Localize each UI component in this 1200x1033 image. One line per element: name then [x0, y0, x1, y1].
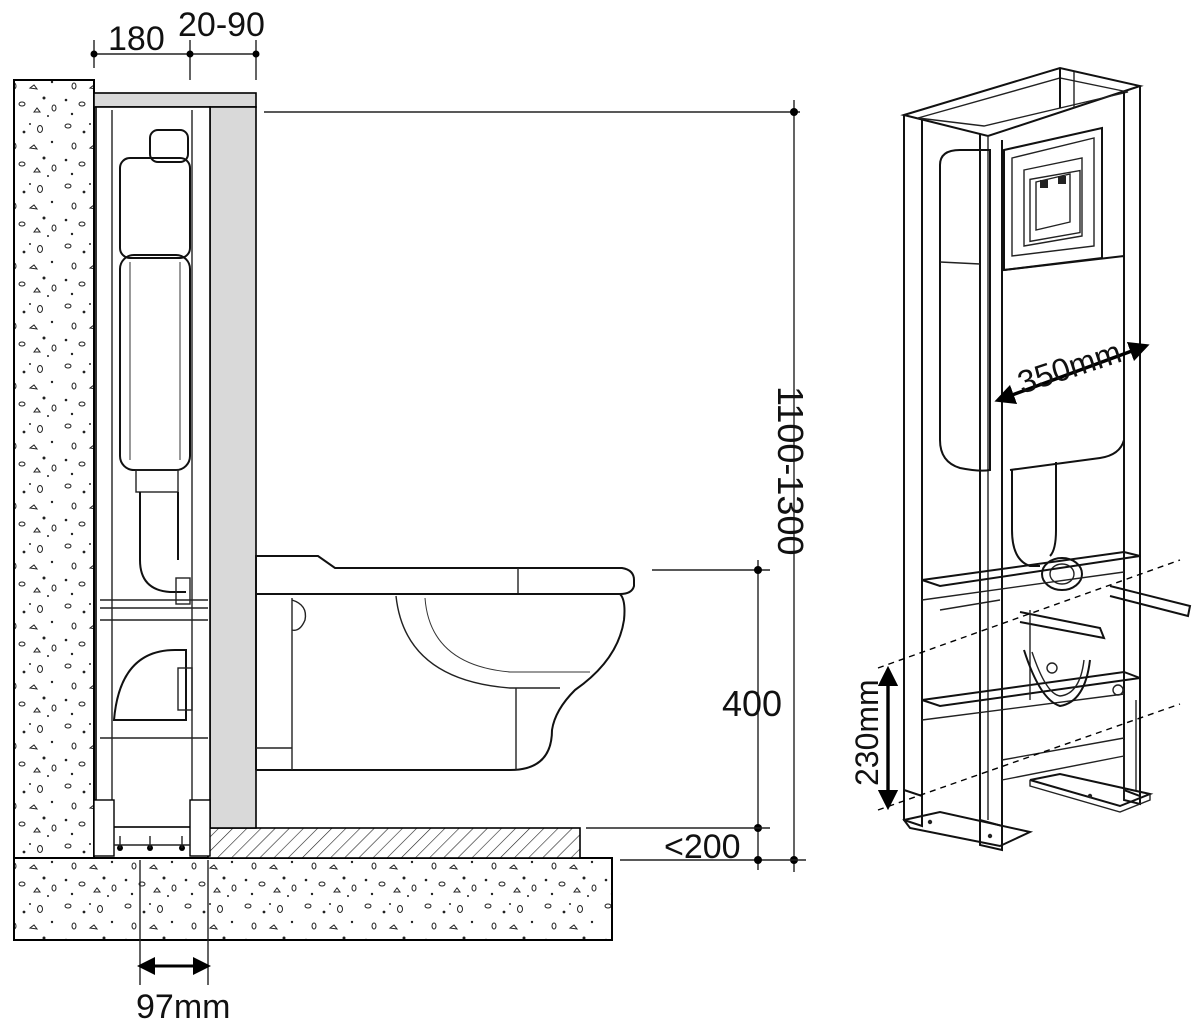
dimension-lines	[90, 40, 806, 985]
wall-cladding	[93, 92, 257, 829]
label-outlet-height: 230mm	[849, 679, 885, 786]
label-seat-height: 400	[722, 683, 782, 724]
installation-frame-3d	[900, 66, 1192, 852]
label-floor-build-up: <200	[664, 828, 741, 866]
label-frame-height: 1100-1300	[770, 386, 811, 556]
floor-build-up	[207, 827, 581, 859]
wall-and-floor	[13, 79, 613, 941]
label-frame-depth: 180	[108, 20, 165, 58]
tank-width-arrow	[994, 341, 1150, 405]
outlet-height-guides	[877, 559, 1181, 811]
cistern-section	[112, 129, 193, 721]
toilet-bowl-side	[255, 555, 635, 771]
label-rear-offset: 97mm	[136, 988, 230, 1026]
label-tank-width: 350mm	[1013, 333, 1126, 400]
label-cladding-thickness: 20-90	[178, 6, 265, 44]
installation-frame-section	[93, 106, 211, 857]
